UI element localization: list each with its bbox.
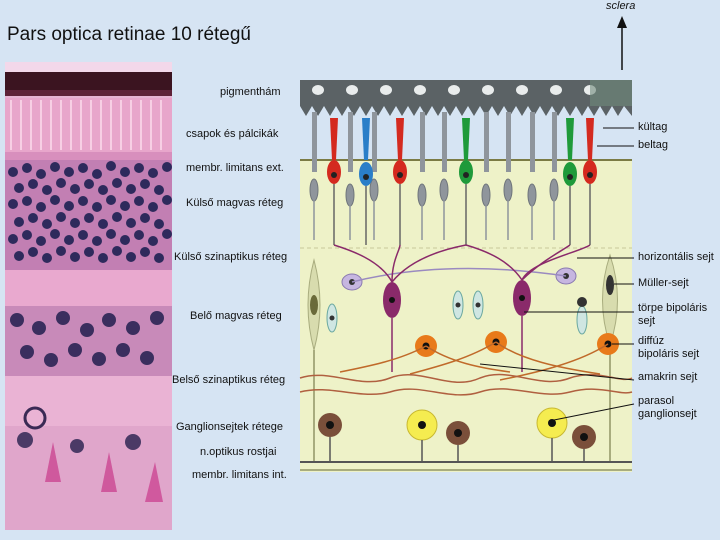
- cell-label-horizontal: horizontális sejt: [638, 251, 714, 263]
- layer-label-limitans-int: membr. limitans int.: [192, 469, 287, 481]
- layer-label-optic-fibers: n.optikus rostjai: [200, 446, 276, 458]
- cell-label-beltag: beltag: [638, 139, 668, 151]
- cell-label-amakrin: amakrin sejt: [638, 371, 697, 383]
- pigment-epithelium: [300, 80, 632, 116]
- sclera-label: sclera: [606, 0, 635, 12]
- layer-label-inner-nuclear: Belő magvas réteg: [190, 310, 282, 322]
- layer-label-pigment: pigmenthám: [220, 86, 281, 98]
- layer-label-limitans-ext: membr. limitans ext.: [186, 162, 284, 174]
- layer-label-outer-nuclear: Külső magvas réteg: [186, 197, 283, 209]
- layer-label-outer-plexiform: Külső szinaptikus réteg: [174, 251, 287, 263]
- layer-label-inner-plexiform: Belső szinaptikus réteg: [172, 374, 285, 386]
- layer-label-rods-cones: csapok és pálcikák: [186, 128, 278, 140]
- cell-label-diffuz-bipolar: diffúz bipoláris sejt: [638, 335, 708, 360]
- cell-label-kultag: kültag: [638, 121, 667, 133]
- cell-label-muller: Müller-sejt: [638, 277, 689, 289]
- layer-label-ganglion: Ganglionsejtek rétege: [176, 421, 283, 433]
- sclera-arrow-head: [617, 16, 627, 28]
- cell-label-torpe-bipolar: törpe bipoláris sejt: [638, 302, 708, 327]
- cell-label-parasol-ganglion: parasol ganglionsejt: [638, 395, 708, 420]
